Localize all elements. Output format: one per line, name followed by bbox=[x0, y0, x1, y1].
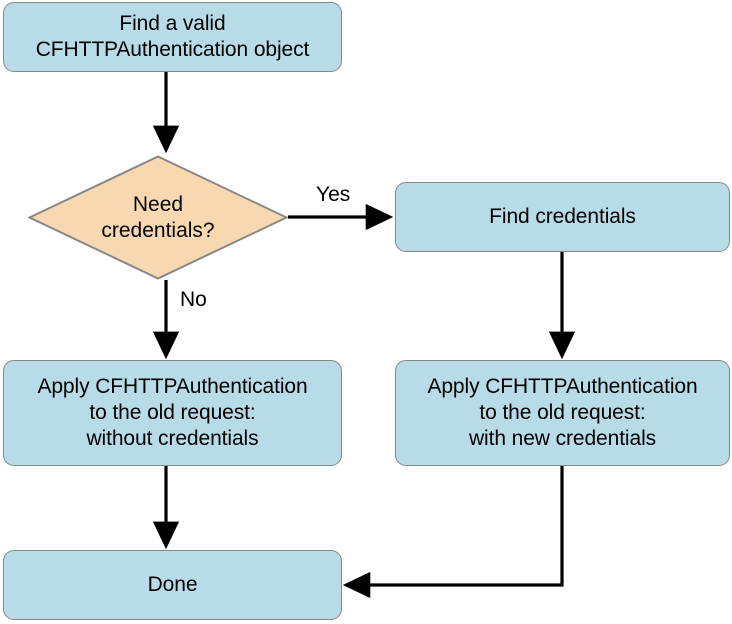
edge-apply-new-to-done bbox=[342, 466, 564, 599]
edge-label-no: No bbox=[180, 288, 207, 311]
node-done-label: Done bbox=[147, 573, 198, 596]
diamond-shape bbox=[28, 155, 288, 280]
node-apply-without-credentials-label: Apply CFHTTPAuthentication to the old re… bbox=[37, 375, 308, 450]
node-find-auth-object[interactable]: Find a valid CFHTTPAuthentication object bbox=[3, 2, 342, 72]
node-find-auth-object-label: Find a valid CFHTTPAuthentication object bbox=[35, 12, 310, 61]
node-find-credentials[interactable]: Find credentials bbox=[395, 182, 730, 252]
node-apply-with-new-credentials-label: Apply CFHTTPAuthentication to the old re… bbox=[427, 375, 698, 450]
node-apply-with-new-credentials[interactable]: Apply CFHTTPAuthentication to the old re… bbox=[395, 360, 730, 466]
node-done[interactable]: Done bbox=[3, 550, 342, 620]
node-need-credentials-label: Need credentials? bbox=[101, 192, 215, 242]
edge-label-yes: Yes bbox=[316, 183, 351, 206]
node-find-credentials-label: Find credentials bbox=[489, 205, 636, 228]
node-need-credentials[interactable]: Need credentials? bbox=[28, 155, 288, 280]
node-apply-without-credentials[interactable]: Apply CFHTTPAuthentication to the old re… bbox=[3, 360, 342, 466]
